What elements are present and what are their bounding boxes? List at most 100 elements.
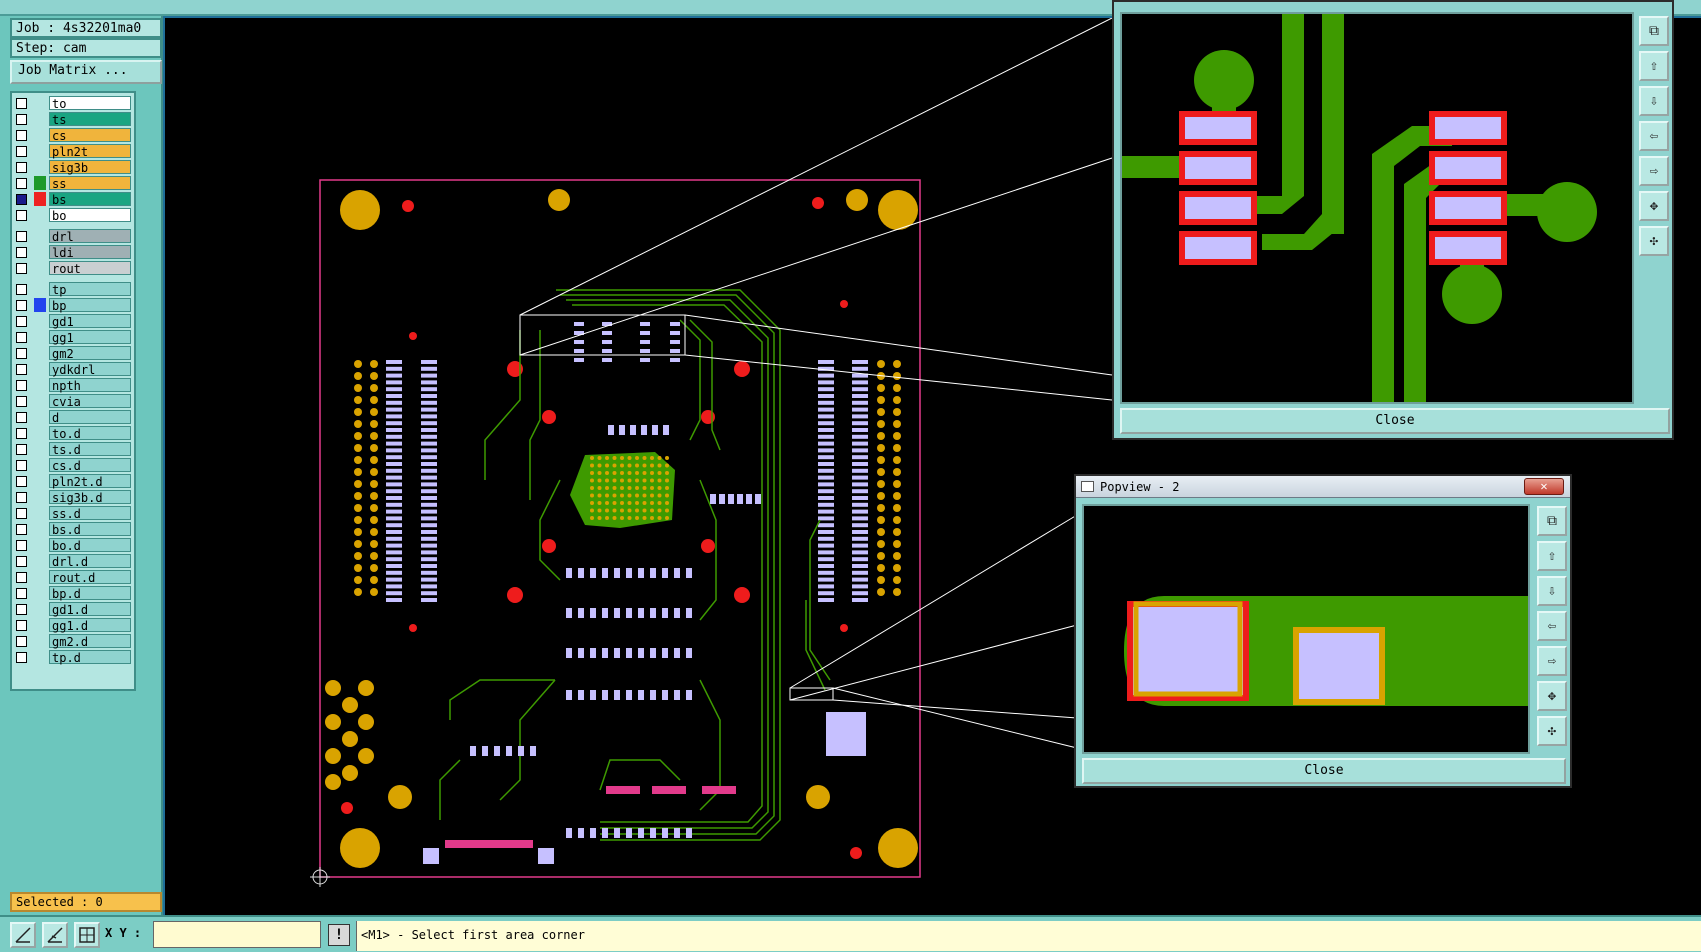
layer-row-tp.d[interactable]: tp.d [12,649,134,665]
layer-checkbox[interactable] [16,508,27,519]
layer-row-cvia[interactable]: cvia [12,393,134,409]
layer-name[interactable]: to.d [49,426,131,441]
layer-name[interactable]: gg1 [49,330,131,345]
layer-name[interactable]: drl.d [49,554,131,569]
layer-checkbox[interactable] [16,636,27,647]
layer-name[interactable]: gd1.d [49,602,131,617]
grid-tool-icon[interactable] [74,922,100,948]
layer-row-sig3b.d[interactable]: sig3b.d [12,489,134,505]
layer-name[interactable]: bp.d [49,586,131,601]
layer-checkbox[interactable] [16,247,27,258]
measure-tool-icon[interactable] [10,922,36,948]
layer-checkbox[interactable] [16,316,27,327]
layer-name[interactable]: bp [49,298,131,313]
layer-checkbox[interactable] [16,620,27,631]
layer-row-bs.d[interactable]: bs.d [12,521,134,537]
layer-checkbox[interactable] [16,284,27,295]
layer-row-bs[interactable]: bs [12,191,134,207]
layer-checkbox[interactable] [16,300,27,311]
layer-checkbox[interactable] [16,364,27,375]
layer-row-sig3b[interactable]: sig3b [12,159,134,175]
popview-1-window[interactable]: ⧉ ⇧ ⇩ ⇦ ⇨ ✥ ✣ Close [1112,0,1674,440]
angle-tool-icon[interactable] [42,922,68,948]
layer-row-d[interactable]: d [12,409,134,425]
layer-name[interactable]: sig3b.d [49,490,131,505]
layer-name[interactable]: gm2.d [49,634,131,649]
zoom-out-icon[interactable]: ✣ [1537,716,1567,746]
popview-1-view[interactable] [1120,12,1634,404]
layer-row-drl.d[interactable]: drl.d [12,553,134,569]
pan-left-icon[interactable]: ⇦ [1639,121,1669,151]
layer-checkbox[interactable] [16,492,27,503]
layer-row-ts.d[interactable]: ts.d [12,441,134,457]
layer-name[interactable]: bo [49,208,131,223]
layer-checkbox[interactable] [16,556,27,567]
layer-name[interactable]: npth [49,378,131,393]
layer-checkbox[interactable] [16,412,27,423]
layer-row-rout.d[interactable]: rout.d [12,569,134,585]
window-close-icon[interactable]: ✕ [1524,478,1564,495]
layer-checkbox[interactable] [16,652,27,663]
popview-1-close-button[interactable]: Close [1120,408,1670,434]
layer-row-ldi[interactable]: ldi [12,244,134,260]
pan-down-icon[interactable]: ⇩ [1639,86,1669,116]
layer-name[interactable]: pln2t [49,144,131,159]
layer-checkbox[interactable] [16,524,27,535]
zoom-window-icon[interactable]: ⧉ [1537,506,1567,536]
layer-name[interactable]: rout.d [49,570,131,585]
popview-2-window[interactable]: Popview - 2 ✕ ⧉ ⇧ ⇩ ⇦ ⇨ ✥ ✣ Close [1074,474,1572,788]
layer-row-drl[interactable]: drl [12,228,134,244]
layer-checkbox[interactable] [16,380,27,391]
layer-row-ydkdrl[interactable]: ydkdrl [12,361,134,377]
layer-name[interactable]: ydkdrl [49,362,131,377]
popview-2-close-button[interactable]: Close [1082,758,1566,784]
layer-row-gd1[interactable]: gd1 [12,313,134,329]
layer-row-ts[interactable]: ts [12,111,134,127]
layer-name[interactable]: drl [49,229,131,244]
layer-row-cs.d[interactable]: cs.d [12,457,134,473]
layer-name[interactable]: cs.d [49,458,131,473]
layer-checkbox[interactable] [16,348,27,359]
popview-2-view[interactable] [1082,504,1530,754]
layer-row-bo[interactable]: bo [12,207,134,223]
pan-up-icon[interactable]: ⇧ [1639,51,1669,81]
layer-name[interactable]: to [49,96,131,111]
layer-name[interactable]: tp [49,282,131,297]
layer-row-gm2[interactable]: gm2 [12,345,134,361]
warning-icon[interactable]: ! [328,924,350,946]
layer-name[interactable]: ts.d [49,442,131,457]
layer-name[interactable]: d [49,410,131,425]
layer-row-gd1.d[interactable]: gd1.d [12,601,134,617]
xy-input[interactable] [153,921,321,948]
layer-name[interactable]: bo.d [49,538,131,553]
layer-name[interactable]: ldi [49,245,131,260]
layer-row-to.d[interactable]: to.d [12,425,134,441]
layer-checkbox[interactable] [16,263,27,274]
layer-checkbox[interactable] [16,114,27,125]
layer-checkbox[interactable] [16,178,27,189]
zoom-out-icon[interactable]: ✣ [1639,226,1669,256]
layer-name[interactable]: ts [49,112,131,127]
layer-row-gm2.d[interactable]: gm2.d [12,633,134,649]
layer-name[interactable]: rout [49,261,131,276]
layer-row-pln2t[interactable]: pln2t [12,143,134,159]
layer-name[interactable]: gg1.d [49,618,131,633]
layer-row-ss.d[interactable]: ss.d [12,505,134,521]
layer-row-npth[interactable]: npth [12,377,134,393]
layer-checkbox[interactable] [16,210,27,221]
popview-2-titlebar[interactable]: Popview - 2 ✕ [1076,476,1570,498]
layer-name[interactable]: tp.d [49,650,131,665]
layer-name[interactable]: cs [49,128,131,143]
layer-checkbox[interactable] [16,162,27,173]
pan-right-icon[interactable]: ⇨ [1537,646,1567,676]
layer-name[interactable]: ss [49,176,131,191]
layer-checkbox[interactable] [16,428,27,439]
pan-up-icon[interactable]: ⇧ [1537,541,1567,571]
layer-row-gg1[interactable]: gg1 [12,329,134,345]
layer-name[interactable]: ss.d [49,506,131,521]
zoom-window-icon[interactable]: ⧉ [1639,16,1669,46]
layer-checkbox[interactable] [16,98,27,109]
layer-row-to[interactable]: to [12,95,134,111]
layer-checkbox[interactable] [16,460,27,471]
layer-name[interactable]: gd1 [49,314,131,329]
